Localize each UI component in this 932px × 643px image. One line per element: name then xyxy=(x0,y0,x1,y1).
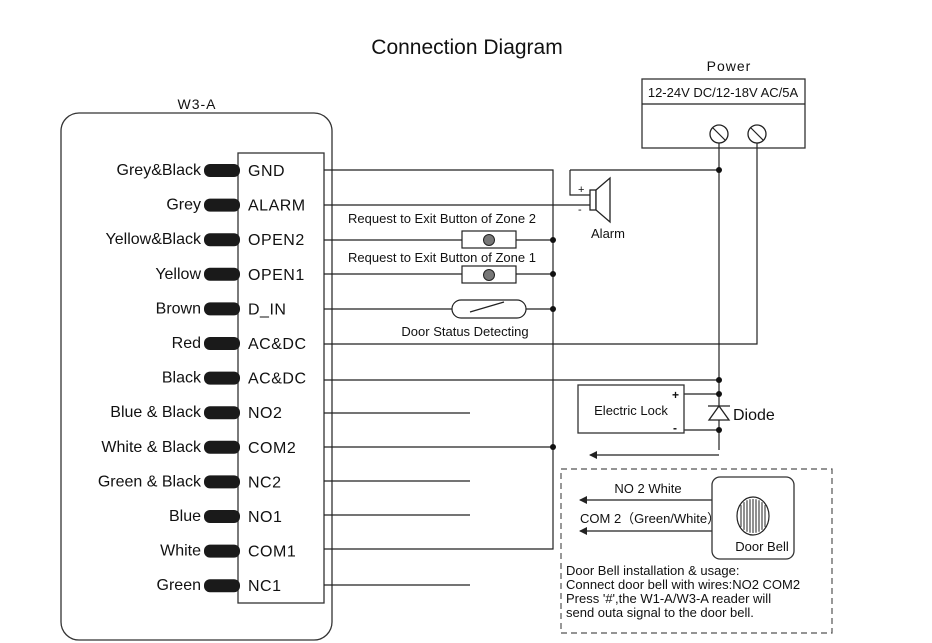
wire-color-label: Green & Black xyxy=(98,473,202,490)
device-label: W3-A xyxy=(178,96,217,112)
diode-label: Diode xyxy=(733,407,775,424)
terminal-row: Yellow OPEN1 xyxy=(155,266,304,284)
wire-color-label: White & Black xyxy=(101,439,202,456)
terminal-name: NC1 xyxy=(248,578,282,595)
terminal-row: Grey&Black GND xyxy=(117,162,285,180)
wire-lead xyxy=(204,371,240,385)
wire-lead xyxy=(204,440,240,454)
terminal-name: NO1 xyxy=(248,509,282,526)
wire-color-label: Red xyxy=(172,335,201,352)
wire-lead xyxy=(204,337,240,350)
wire-lead xyxy=(204,267,240,281)
wiring xyxy=(324,143,758,586)
alarm-plus: + xyxy=(578,184,584,196)
electric-lock xyxy=(577,384,685,434)
wire-color-label: Blue xyxy=(169,508,201,525)
terminal-row: Brown D_IN xyxy=(156,300,286,318)
door-status-switch xyxy=(451,299,527,319)
door-bell-note-line: send outa signal to the door bell. xyxy=(566,605,754,620)
wire-color-label: Green xyxy=(157,577,201,594)
terminal-row: Green & Black NC2 xyxy=(98,473,282,491)
alarm-label: Alarm xyxy=(591,226,625,241)
terminal-name: OPEN1 xyxy=(248,267,305,284)
door-bell-com2: COM 2（Green/White） xyxy=(580,511,720,526)
door-bell-note: Door Bell installation & usage:Connect d… xyxy=(566,563,800,620)
terminal-name: OPEN2 xyxy=(248,232,305,249)
exit-zone1-label: Request to Exit Button of Zone 1 xyxy=(348,250,536,265)
wire-lead xyxy=(204,579,240,593)
terminal-name: AC&DC xyxy=(248,336,307,353)
terminal-name: ALARM xyxy=(248,198,306,215)
terminal-row: Blue NO1 xyxy=(169,508,282,526)
wire-color-label: Yellow&Black xyxy=(106,231,202,248)
exit-zone2-label: Request to Exit Button of Zone 2 xyxy=(348,211,536,226)
terminal-name: COM2 xyxy=(248,440,296,457)
door-status-label: Door Status Detecting xyxy=(401,324,528,339)
power-label: Power xyxy=(707,58,752,74)
terminal-name: NO2 xyxy=(248,405,282,422)
diagram-title: Connection Diagram xyxy=(371,36,562,59)
wire-lead xyxy=(204,164,240,177)
terminal-row: Yellow&Black OPEN2 xyxy=(106,231,305,249)
alarm-speaker-icon xyxy=(589,176,611,224)
terminal-row: White & Black COM2 xyxy=(101,439,296,457)
alarm-minus: - xyxy=(578,204,582,216)
exit-button-zone1 xyxy=(461,265,517,284)
wire-color-label: Brown xyxy=(156,300,201,317)
wire-lead xyxy=(204,510,240,523)
terminal-name: NC2 xyxy=(248,474,282,491)
terminal-row: Blue & Black NO2 xyxy=(110,404,282,422)
junction-dots xyxy=(550,167,722,450)
power-terminal-right xyxy=(747,124,767,144)
power-spec: 12-24V DC/12-18V AC/5A xyxy=(648,85,799,100)
terminal-name: D_IN xyxy=(248,301,286,318)
wire-lead xyxy=(204,233,240,247)
door-bell-note-line: Press '#',the W1-A/W3-A reader will xyxy=(566,591,771,606)
terminal-name: COM1 xyxy=(248,544,296,561)
door-bell-no2: NO 2 White xyxy=(614,481,681,496)
terminal-row: White COM1 xyxy=(160,543,296,561)
wire-color-label: Blue & Black xyxy=(110,404,202,421)
power-supply xyxy=(641,78,806,149)
lock-minus: - xyxy=(673,421,677,435)
terminal-name: GND xyxy=(248,163,285,180)
wire-lead xyxy=(204,302,240,316)
door-bell-label: Door Bell xyxy=(735,539,789,554)
wire-color-label: Black xyxy=(162,370,202,387)
lock-plus: + xyxy=(672,388,679,402)
power-terminal-left xyxy=(709,124,729,144)
door-bell-section xyxy=(560,468,833,634)
wire-lead xyxy=(204,475,240,489)
door-bell-speaker-icon xyxy=(736,496,770,536)
wire-lead xyxy=(204,406,240,420)
wire-color-label: Yellow xyxy=(155,266,201,283)
wire-lead xyxy=(204,544,240,558)
wire-color-label: Grey xyxy=(166,197,201,214)
wire-lead xyxy=(204,198,240,212)
terminal-row: Green NC1 xyxy=(157,577,282,595)
wire-color-label: White xyxy=(160,543,201,560)
terminal-row: Red AC&DC xyxy=(172,335,307,353)
electric-lock-label: Electric Lock xyxy=(594,403,668,418)
exit-button-zone2 xyxy=(461,230,517,249)
diode-icon xyxy=(707,404,731,421)
wire-color-label: Grey&Black xyxy=(117,162,202,179)
terminal-name: AC&DC xyxy=(248,371,307,388)
door-bell-note-line: Door Bell installation & usage: xyxy=(566,563,739,578)
door-bell-note-line: Connect door bell with wires:NO2 COM2 xyxy=(566,577,800,592)
terminal-row: Grey ALARM xyxy=(166,197,305,215)
device-housing xyxy=(60,112,333,641)
terminal-row: Black AC&DC xyxy=(162,370,307,388)
